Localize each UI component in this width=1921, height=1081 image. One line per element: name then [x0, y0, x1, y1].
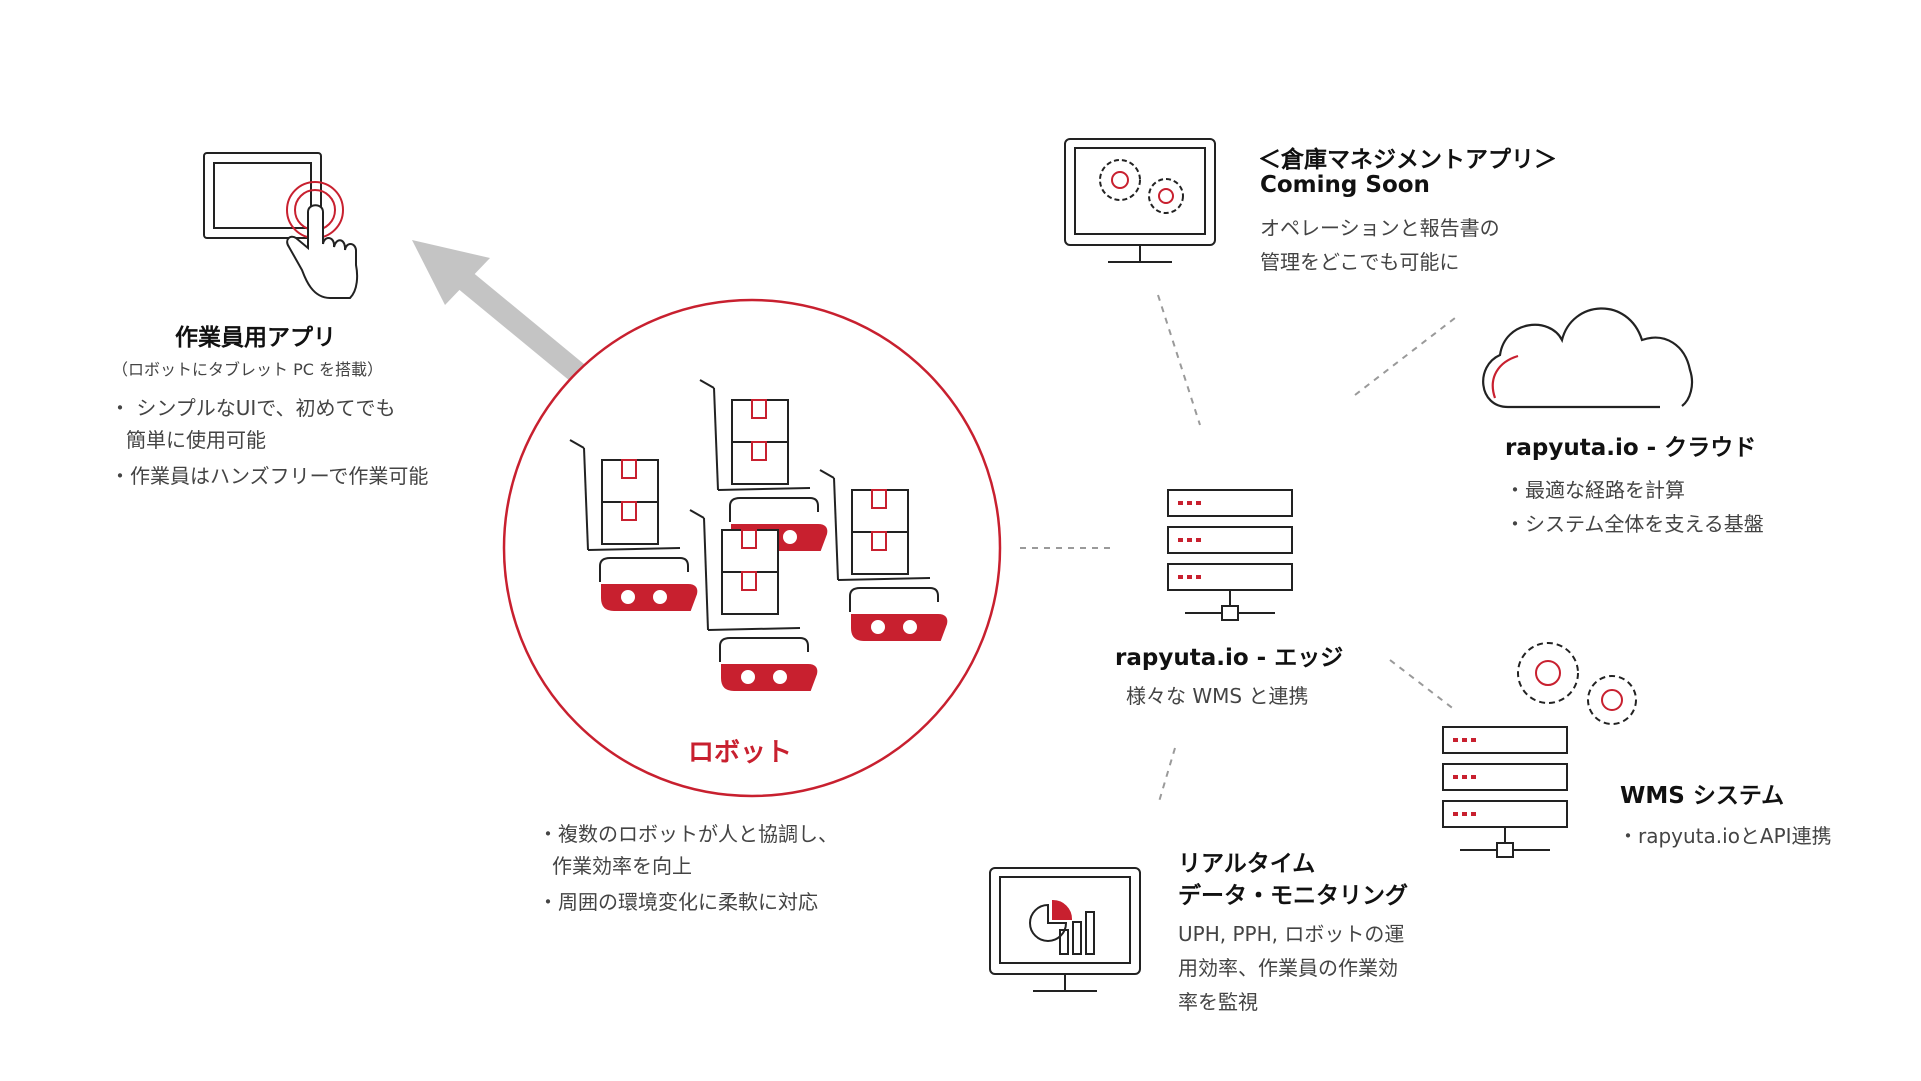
worker-app-subtitle: （ロボットにタブレット PC を搭載）	[112, 360, 383, 379]
cloud-icon	[1482, 307, 1694, 409]
monitor-chart-icon	[989, 867, 1141, 992]
cloud-bullet: ・システム全体を支える基盤	[1505, 512, 1764, 536]
worker-app-bullet: ・作業員はハンズフリーで作業可能	[110, 464, 429, 488]
warehouse-app-title: ＜倉庫マネジメントアプリ＞	[1258, 147, 1557, 173]
connectors	[1020, 294, 1456, 806]
tablet-touch-icon	[203, 152, 359, 299]
server-gears-icon	[1442, 642, 1637, 858]
warehouse-app-coming-soon: Coming Soon	[1260, 172, 1430, 198]
monitoring-desc: UPH, PPH, ロボットの運	[1178, 922, 1405, 946]
connector-cloud-edge	[1354, 317, 1456, 396]
monitoring-desc: 用効率、作業員の作業効	[1178, 956, 1398, 980]
robot-bullet: ・周囲の環境変化に柔軟に対応	[538, 890, 818, 914]
monitor-gears-icon	[1064, 138, 1216, 263]
warehouse-app-desc: 管理をどこでも可能に	[1260, 250, 1460, 274]
warehouse-app-desc: オペレーションと報告書の	[1260, 216, 1500, 240]
robot-bullet: ・複数のロボットが人と協調し、	[538, 822, 838, 846]
wms-title: WMS システム	[1620, 783, 1785, 809]
robot-unit	[689, 509, 818, 691]
worker-app-title: 作業員用アプリ	[175, 325, 336, 351]
robot-label: ロボット	[688, 738, 793, 768]
edge-desc: 様々な WMS と連携	[1126, 684, 1309, 708]
robot-unit	[819, 469, 948, 641]
server-icon	[1167, 489, 1293, 621]
robot-bullet: 作業効率を向上	[552, 854, 692, 878]
robot-unit	[569, 439, 698, 611]
connector-wms-edge	[1389, 659, 1456, 711]
monitoring-title: リアルタイム	[1178, 851, 1316, 877]
connector-warehouse-edge	[1157, 294, 1201, 426]
monitoring-desc: 率を監視	[1178, 990, 1258, 1014]
warehouse-robot-fleet-icon	[569, 379, 948, 691]
wms-bullet: ・rapyuta.ioとAPI連携	[1618, 824, 1832, 848]
arrow-to-worker-app	[412, 240, 587, 384]
cloud-bullet: ・最適な経路を計算	[1505, 478, 1685, 502]
connector-monitoring-edge	[1157, 747, 1176, 806]
worker-app-bullet: ・ シンプルなUIで、初めてでも	[110, 396, 396, 420]
edge-title: rapyuta.io - エッジ	[1115, 645, 1344, 671]
monitoring-title: データ・モニタリング	[1178, 883, 1408, 909]
worker-app-bullet: 簡単に使用可能	[126, 428, 266, 452]
cloud-title: rapyuta.io - クラウド	[1505, 435, 1757, 461]
